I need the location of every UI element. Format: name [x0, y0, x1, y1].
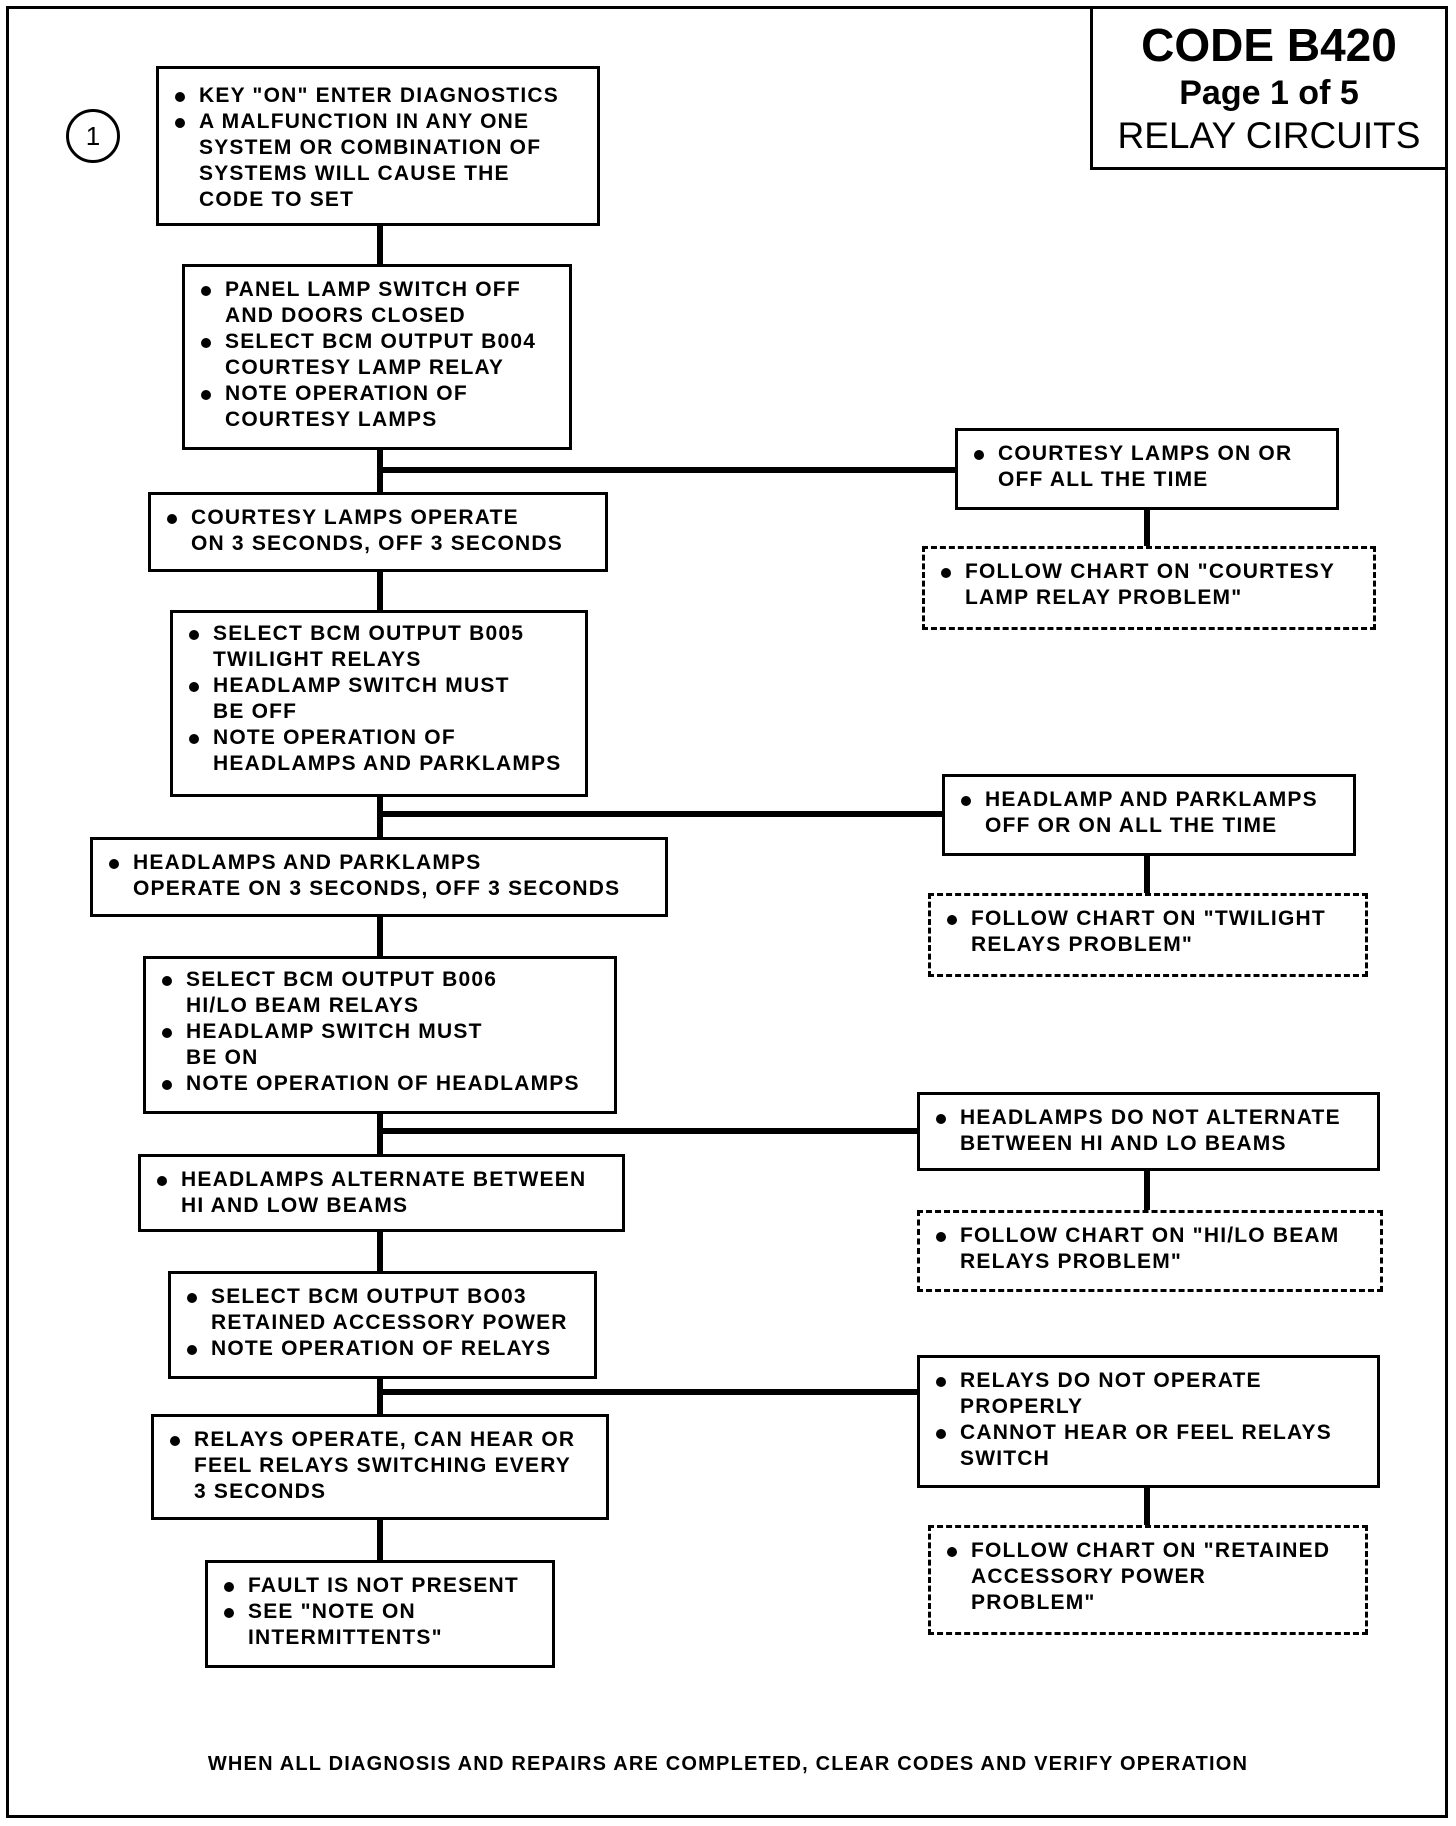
- box-text: FAULT IS NOT PRESENT: [248, 1574, 519, 1597]
- bullet: [936, 1232, 946, 1242]
- bullet: [961, 796, 971, 806]
- box-text: FOLLOW CHART ON "TWILIGHT RELAYS PROBLEM…: [971, 907, 1326, 956]
- box-text: COURTESY LAMPS ON OR OFF ALL THE TIME: [998, 442, 1293, 491]
- box-end: FAULT IS NOT PRESENT SEE "NOTE ON INTERM…: [205, 1560, 555, 1668]
- bullet: [175, 118, 185, 128]
- bullet: [201, 338, 211, 348]
- box-text: FOLLOW CHART ON "COURTESY LAMP RELAY PRO…: [965, 560, 1336, 609]
- box-text: CANNOT HEAR OR FEEL RELAYS SWITCH: [960, 1421, 1332, 1470]
- box-beam-fail: HEADLAMPS DO NOT ALTERNATE BETWEEN HI AN…: [917, 1092, 1380, 1171]
- connector: [377, 226, 383, 264]
- bullet: [224, 1608, 234, 1618]
- page-indicator: Page 1 of 5: [1179, 74, 1359, 112]
- bullet: [162, 1028, 172, 1038]
- bullet: [167, 514, 177, 524]
- box-text: HEADLAMP SWITCH MUST BE OFF: [213, 674, 510, 723]
- box-text: PANEL LAMP SWITCH OFF AND DOORS CLOSED: [225, 278, 521, 327]
- box-courtesy-test: PANEL LAMP SWITCH OFF AND DOORS CLOSED S…: [182, 264, 572, 450]
- box-courtesy-ok: COURTESY LAMPS OPERATE ON 3 SECONDS, OFF…: [148, 492, 608, 572]
- connector: [377, 1376, 383, 1414]
- bullet: [162, 976, 172, 986]
- bullet: [187, 1293, 197, 1303]
- bullet: [189, 682, 199, 692]
- connector: [377, 1128, 917, 1134]
- bullet: [941, 568, 951, 578]
- bullet: [109, 859, 119, 869]
- bullet: [157, 1176, 167, 1186]
- bullet: [175, 92, 185, 102]
- box-rap-chart: FOLLOW CHART ON "RETAINED ACCESSORY POWE…: [928, 1525, 1368, 1635]
- box-text: SEE "NOTE ON INTERMITTENTS": [248, 1600, 443, 1649]
- bullet: [974, 450, 984, 460]
- box-text: FOLLOW CHART ON "RETAINED ACCESSORY POWE…: [971, 1539, 1331, 1614]
- bullet: [224, 1582, 234, 1592]
- box-text: RELAYS OPERATE, CAN HEAR OR FEEL RELAYS …: [194, 1428, 576, 1503]
- connector: [1144, 1168, 1150, 1210]
- bullet: [947, 1547, 957, 1557]
- box-courtesy-chart: FOLLOW CHART ON "COURTESY LAMP RELAY PRO…: [922, 546, 1376, 630]
- connector: [377, 1389, 917, 1395]
- connector: [377, 1227, 383, 1271]
- box-text: SELECT BCM OUTPUT BO03 RETAINED ACCESSOR…: [211, 1285, 568, 1334]
- bullet: [189, 630, 199, 640]
- connector: [377, 1518, 383, 1560]
- box-rap-ok: RELAYS OPERATE, CAN HEAR OR FEEL RELAYS …: [151, 1414, 609, 1520]
- box-start: KEY "ON" ENTER DIAGNOSTICS A MALFUNCTION…: [156, 66, 600, 226]
- bullet: [201, 286, 211, 296]
- box-rap-fail: RELAYS DO NOT OPERATE PROPERLY CANNOT HE…: [917, 1355, 1380, 1488]
- page-frame: [6, 6, 1448, 1818]
- bullet: [201, 390, 211, 400]
- box-text: NOTE OPERATION OF RELAYS: [211, 1337, 552, 1360]
- box-text: HEADLAMPS AND PARKLAMPS OPERATE ON 3 SEC…: [133, 851, 621, 900]
- connector: [1144, 1485, 1150, 1525]
- box-text: SELECT BCM OUTPUT B006 HI/LO BEAM RELAYS: [186, 968, 498, 1017]
- box-text: RELAYS DO NOT OPERATE PROPERLY: [960, 1369, 1262, 1418]
- bullet: [189, 734, 199, 744]
- box-text: HEADLAMP SWITCH MUST BE ON: [186, 1020, 483, 1069]
- box-text: HEADLAMP AND PARKLAMPS OFF OR ON ALL THE…: [985, 788, 1318, 837]
- box-twilight-chart: FOLLOW CHART ON "TWILIGHT RELAYS PROBLEM…: [928, 893, 1368, 977]
- bullet: [162, 1080, 172, 1090]
- bullet: [936, 1114, 946, 1124]
- connector: [377, 467, 955, 473]
- box-text: COURTESY LAMPS OPERATE ON 3 SECONDS, OFF…: [191, 506, 563, 555]
- code-title: CODE B420: [1141, 19, 1397, 71]
- box-beam-chart: FOLLOW CHART ON "HI/LO BEAM RELAYS PROBL…: [917, 1210, 1383, 1292]
- chart-subtitle: RELAY CIRCUITS: [1117, 115, 1421, 156]
- box-twilight-test: SELECT BCM OUTPUT B005 TWILIGHT RELAYS H…: [170, 610, 588, 797]
- connector: [1144, 853, 1150, 893]
- bullet: [936, 1377, 946, 1387]
- bullet: [187, 1345, 197, 1355]
- connector: [1144, 508, 1150, 546]
- box-text: FOLLOW CHART ON "HI/LO BEAM RELAYS PROBL…: [960, 1224, 1340, 1273]
- box-text: SELECT BCM OUTPUT B004 COURTESY LAMP REL…: [225, 330, 537, 379]
- bullet: [170, 1436, 180, 1446]
- box-beam-test: SELECT BCM OUTPUT B006 HI/LO BEAM RELAYS…: [143, 956, 617, 1114]
- box-text: A MALFUNCTION IN ANY ONE SYSTEM OR COMBI…: [199, 110, 542, 211]
- box-text: HEADLAMPS DO NOT ALTERNATE BETWEEN HI AN…: [960, 1106, 1341, 1155]
- bullet: [936, 1429, 946, 1439]
- box-text: SELECT BCM OUTPUT B005 TWILIGHT RELAYS: [213, 622, 525, 671]
- footer-note: WHEN ALL DIAGNOSIS AND REPAIRS ARE COMPL…: [207, 1753, 1249, 1775]
- connector: [377, 570, 383, 610]
- box-text: NOTE OPERATION OF COURTESY LAMPS: [225, 382, 468, 431]
- step-number-circle: 1: [66, 109, 120, 163]
- box-rap-test: SELECT BCM OUTPUT BO03 RETAINED ACCESSOR…: [168, 1271, 597, 1379]
- code-title-block: CODE B420 Page 1 of 5 RELAY CIRCUITS: [1090, 6, 1448, 170]
- connector: [377, 914, 383, 956]
- box-beam-ok: HEADLAMPS ALTERNATE BETWEEN HI AND LOW B…: [138, 1154, 625, 1232]
- box-text: HEADLAMPS ALTERNATE BETWEEN HI AND LOW B…: [181, 1168, 587, 1217]
- box-text: NOTE OPERATION OF HEADLAMPS: [186, 1072, 580, 1095]
- box-text: NOTE OPERATION OF HEADLAMPS AND PARKLAMP…: [213, 726, 562, 775]
- box-twilight-fail: HEADLAMP AND PARKLAMPS OFF OR ON ALL THE…: [942, 774, 1356, 856]
- bullet: [947, 915, 957, 925]
- connector: [377, 811, 942, 817]
- box-text: KEY "ON" ENTER DIAGNOSTICS: [199, 84, 559, 107]
- box-courtesy-fail: COURTESY LAMPS ON OR OFF ALL THE TIME: [955, 428, 1339, 510]
- box-twilight-ok: HEADLAMPS AND PARKLAMPS OPERATE ON 3 SEC…: [90, 837, 668, 917]
